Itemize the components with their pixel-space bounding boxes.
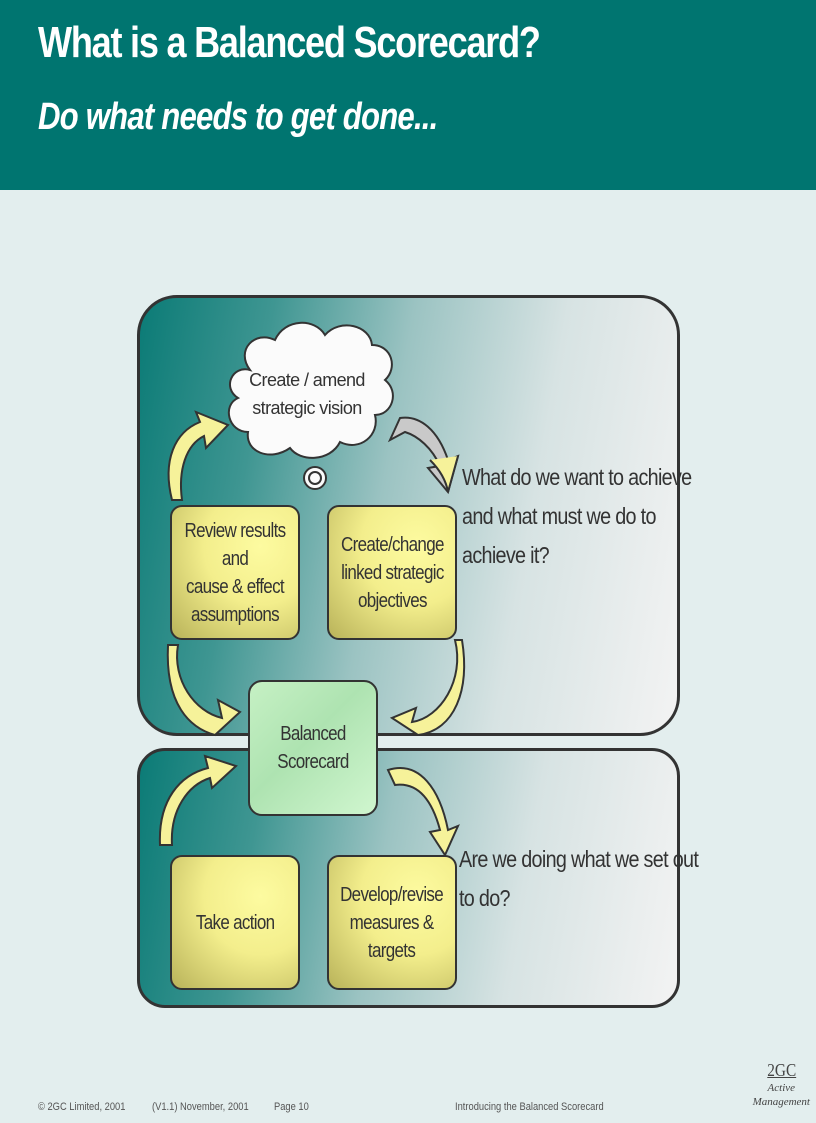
- strategy-question: What do we want to achieve and what must…: [462, 464, 692, 568]
- create-objectives-box: Create/change linked strategic objective…: [327, 505, 457, 640]
- execution-question: Are we doing what we set out to do?: [459, 846, 699, 911]
- page-subtitle: Do what needs to get done...: [38, 96, 438, 138]
- footer-page: Page 10: [274, 1101, 309, 1113]
- take-action-label: Take action: [195, 911, 275, 934]
- footer-version: (V1.1) November, 2001: [152, 1101, 249, 1113]
- header-banner: What is a Balanced Scorecard? Do what ne…: [0, 0, 816, 190]
- develop-measures-label: Develop/revise measures & targets: [340, 883, 445, 962]
- balanced-scorecard-box: Balanced Scorecard: [248, 680, 378, 816]
- arrow-icon: [389, 639, 466, 737]
- arrow-icon: [158, 754, 238, 846]
- logo-tagline-1: Active: [767, 1082, 796, 1094]
- logo-text: 2GC: [766, 1060, 796, 1080]
- balanced-scorecard-label: Balanced Scorecard: [277, 723, 349, 773]
- review-results-label: Review results and cause & effect assump…: [184, 519, 286, 626]
- page-title: What is a Balanced Scorecard?: [38, 18, 541, 67]
- arrow-icon: [167, 410, 230, 501]
- thought-cloud-icon: [228, 321, 394, 490]
- review-results-box: Review results and cause & effect assump…: [170, 505, 300, 640]
- develop-measures-box: Develop/revise measures & targets: [327, 855, 457, 990]
- cloud-label: Create / amend strategic vision: [249, 370, 365, 418]
- take-action-box: Take action: [170, 855, 300, 990]
- logo-tagline-2: Management: [752, 1096, 810, 1108]
- arrow-icon: [166, 644, 242, 737]
- footer-doc-title: Introducing the Balanced Scorecard: [455, 1101, 604, 1113]
- footer-copyright: © 2GC Limited, 2001: [38, 1101, 126, 1113]
- arrow-icon: [386, 767, 460, 858]
- company-logo: 2GC Active Management: [753, 1060, 810, 1109]
- create-objectives-label: Create/change linked strategic objective…: [340, 533, 444, 612]
